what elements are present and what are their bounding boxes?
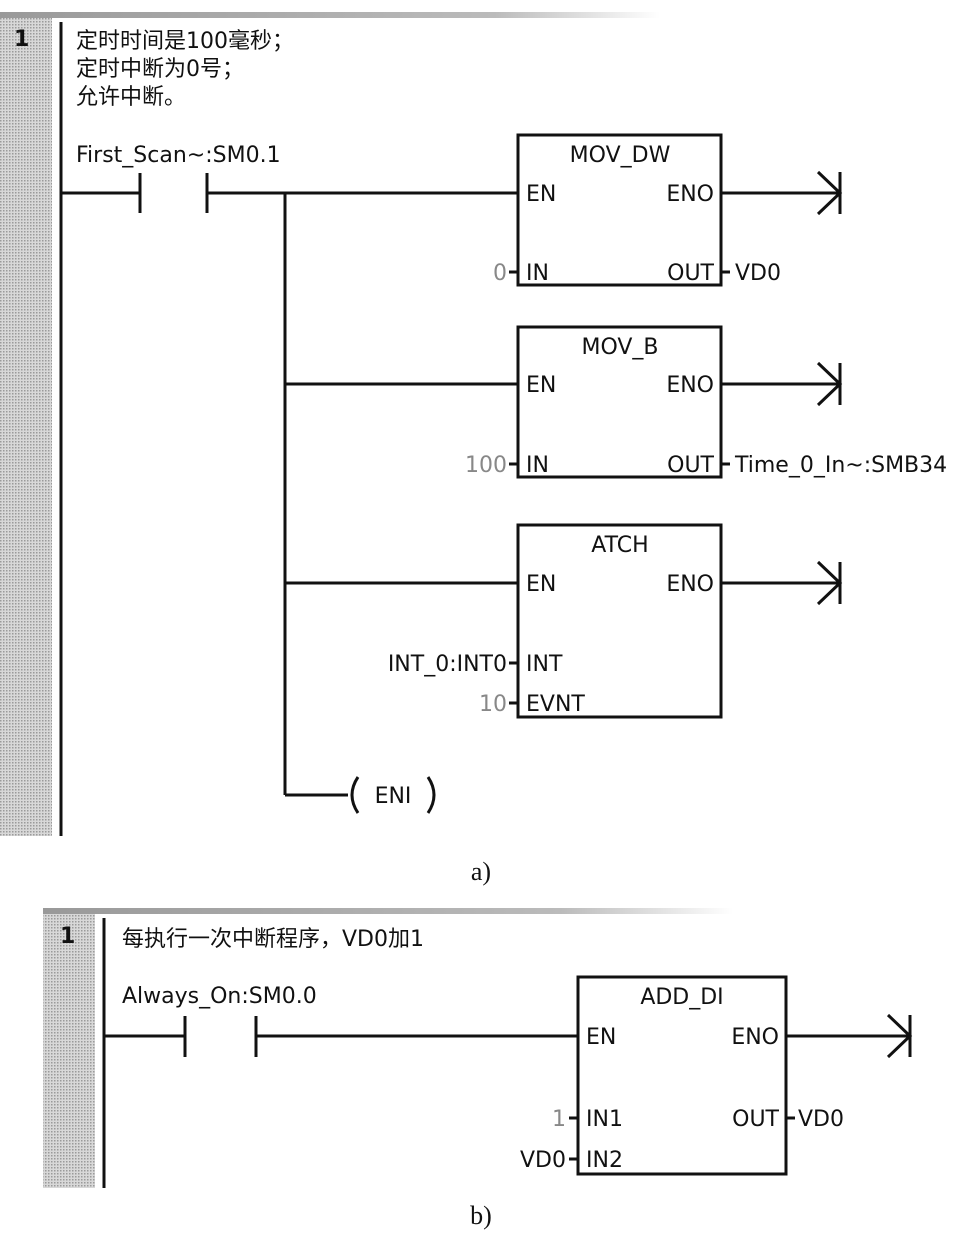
eno-arrow-icon [816, 560, 843, 606]
eno-pin: ENO [666, 572, 714, 597]
en-pin: EN [526, 572, 556, 597]
block-box [576, 975, 788, 1176]
caption: a) [471, 857, 491, 886]
input-operand: 1 [552, 1107, 566, 1132]
diagram-a: 1 定时时间是100毫秒； 定时中断为0号； 允许中断。 First_Scan~… [0, 12, 947, 886]
network-number: 1 [60, 924, 75, 949]
en-pin: EN [586, 1025, 616, 1050]
contact-label: First_Scan~:SM0.1 [76, 143, 281, 168]
eni-coil: ENI [350, 776, 436, 814]
diagram-b: 1 每执行一次中断程序，VD0加1 Always_On:SM0.0 ADD_DI… [43, 908, 913, 1230]
output-operand: Time_0_In~:SMB34 [734, 453, 947, 478]
int-pin: INT [526, 652, 563, 677]
caption: b) [470, 1201, 492, 1230]
in1-pin: IN1 [586, 1107, 623, 1132]
evnt-pin: EVNT [526, 692, 585, 717]
coil-right-paren [426, 776, 436, 814]
en-pin: EN [526, 373, 556, 398]
coil-left-paren [350, 776, 360, 814]
network-gutter [43, 914, 95, 1188]
out-pin: OUT [732, 1107, 779, 1132]
function-block-mov-b: MOV_B EN ENO IN OUT 100 Time_0_In~:SMB34 [465, 325, 947, 479]
comment-line: 每执行一次中断程序，VD0加1 [122, 927, 424, 952]
header-bar [43, 908, 733, 914]
comment-line-1: 定时时间是100毫秒； [76, 29, 294, 54]
coil-label: ENI [375, 784, 412, 809]
input-operand: 10 [479, 692, 507, 717]
out-pin: OUT [667, 261, 714, 286]
block-title: ATCH [591, 533, 648, 558]
output-operand: VD0 [798, 1107, 844, 1132]
eno-arrow-icon [886, 1013, 913, 1059]
output-operand: VD0 [735, 261, 781, 286]
input-operand: 100 [465, 453, 507, 478]
eno-pin: ENO [731, 1025, 779, 1050]
input-operand: 0 [493, 261, 507, 286]
function-block-atch: ATCH EN ENO INT EVNT INT_0:INT0 10 [388, 523, 843, 719]
block-box [516, 325, 723, 479]
comment-line-2: 定时中断为0号； [76, 57, 244, 82]
block-box [516, 523, 723, 719]
function-block-mov-dw: MOV_DW EN ENO IN OUT 0 VD0 [493, 133, 843, 287]
out-pin: OUT [667, 453, 714, 478]
header-bar [0, 12, 660, 18]
in2-pin: IN2 [586, 1148, 623, 1173]
block-box [516, 133, 723, 287]
input-operand: INT_0:INT0 [388, 652, 507, 677]
block-title: ADD_DI [640, 985, 723, 1010]
eno-pin: ENO [666, 182, 714, 207]
contact-label: Always_On:SM0.0 [122, 984, 317, 1009]
function-block-add-di: ADD_DI EN ENO IN1 IN2 OUT 1 VD0 VD0 [520, 975, 913, 1176]
en-pin: EN [526, 182, 556, 207]
block-title: MOV_DW [570, 143, 671, 168]
network-number: 1 [14, 27, 29, 52]
eno-arrow-icon [816, 361, 843, 407]
in-pin: IN [526, 453, 549, 478]
network-gutter [0, 18, 52, 836]
in-pin: IN [526, 261, 549, 286]
eno-pin: ENO [666, 373, 714, 398]
comment-line-3: 允许中断。 [76, 85, 186, 110]
block-title: MOV_B [581, 335, 658, 360]
eno-arrow-icon [816, 170, 843, 216]
input-operand: VD0 [520, 1148, 566, 1173]
